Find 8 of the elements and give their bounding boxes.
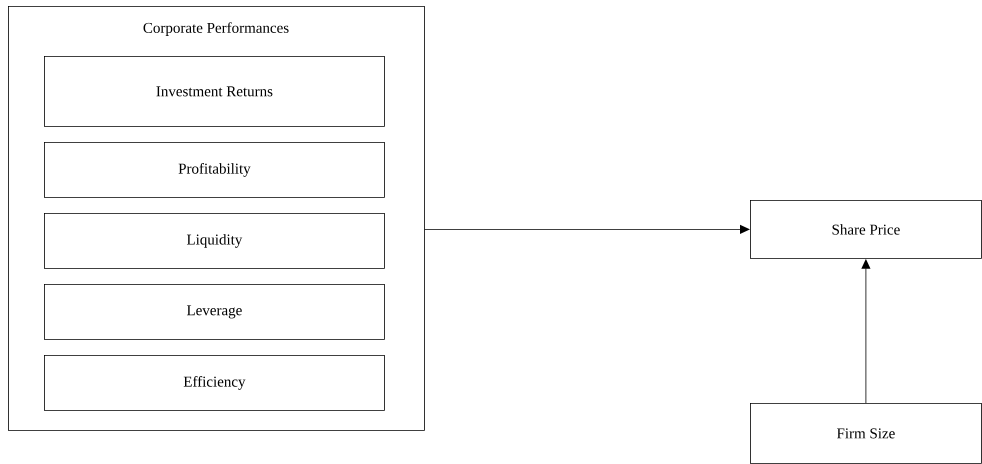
group-heading: Corporate Performances <box>144 22 289 36</box>
variable-box: Leverage <box>44 284 385 340</box>
outcome-box: Firm Size <box>750 403 982 464</box>
variable-box: Liquidity <box>44 213 385 269</box>
variable-box: Profitability <box>44 142 385 198</box>
variable-box: Investment Returns <box>44 56 385 127</box>
outcome-box: Share Price <box>750 200 982 259</box>
variable-box: Efficiency <box>44 355 385 411</box>
